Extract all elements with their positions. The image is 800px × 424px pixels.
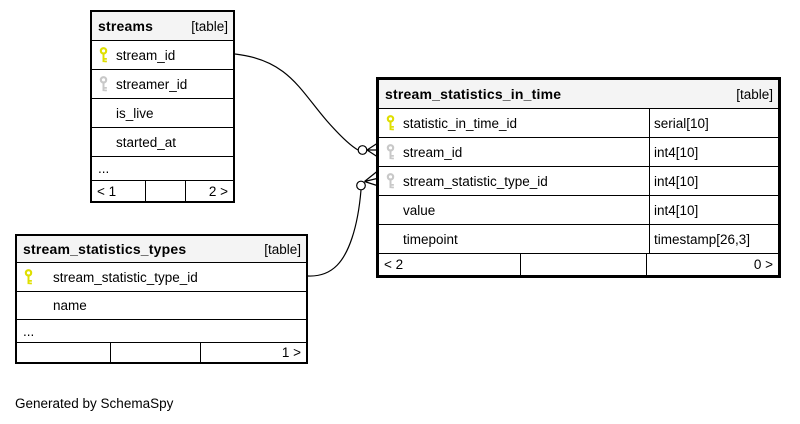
- related-count-right: 2 >: [185, 181, 233, 201]
- table-title: stream_statistics_types: [23, 241, 187, 257]
- column-row: value int4[10]: [379, 195, 778, 224]
- primary-key-icon: [23, 269, 33, 285]
- foreign-key-icon: [385, 173, 395, 189]
- relationship-line-types-to-in-time: [307, 171, 378, 277]
- column-name: name: [53, 298, 87, 313]
- column-type: serial[10]: [649, 109, 778, 137]
- column-row: stream_statistic_type_id int4[10]: [379, 166, 778, 195]
- related-count-left: < 1: [97, 183, 117, 199]
- footer-left-cell: [17, 343, 110, 362]
- hidden-columns-ellipsis: ...: [17, 319, 306, 342]
- footer-middle-cell: [110, 343, 200, 362]
- column-name: started_at: [116, 134, 177, 150]
- foreign-key-icon: [98, 76, 108, 92]
- hidden-columns-ellipsis: ...: [92, 156, 233, 180]
- table-type-badge: [table]: [736, 86, 773, 102]
- footer-middle-cell: [145, 181, 185, 201]
- table-streams-footer: < 1 2 >: [92, 180, 233, 201]
- column-row: is_live: [92, 98, 233, 127]
- table-streams[interactable]: streams [table] stream_id streamer_id is…: [90, 10, 235, 203]
- table-stream-statistics-types-header: stream_statistics_types [table]: [17, 236, 306, 262]
- table-title: stream_statistics_in_time: [385, 86, 562, 102]
- table-streams-header: streams [table]: [92, 12, 233, 40]
- column-type: int4[10]: [649, 167, 778, 195]
- column-name: timepoint: [403, 231, 458, 247]
- related-count-right: 0 >: [646, 254, 778, 275]
- table-title: streams: [98, 18, 154, 34]
- relationship-line-streams-to-in-time: [234, 53, 378, 158]
- primary-key-icon: [385, 115, 395, 131]
- column-row: stream_statistic_type_id: [17, 262, 306, 291]
- foreign-key-icon: [385, 144, 395, 160]
- column-name: stream_id: [116, 47, 176, 63]
- column-name: value: [403, 202, 436, 218]
- column-row: streamer_id: [92, 69, 233, 98]
- column-name: stream_id: [403, 144, 463, 160]
- table-stream-statistics-in-time-header: stream_statistics_in_time [table]: [379, 80, 778, 108]
- table-stream-statistics-types[interactable]: stream_statistics_types [table] stream_s…: [15, 234, 308, 364]
- column-name: statistic_in_time_id: [403, 115, 518, 131]
- column-row: stream_id: [92, 40, 233, 69]
- primary-key-icon: [98, 47, 108, 63]
- column-type: int4[10]: [649, 196, 778, 224]
- column-name: is_live: [116, 105, 154, 121]
- column-type: timestamp[26,3]: [649, 225, 778, 253]
- column-row: stream_id int4[10]: [379, 137, 778, 166]
- table-type-badge: [table]: [191, 18, 228, 34]
- column-name: stream_statistic_type_id: [53, 269, 198, 285]
- column-row: timepoint timestamp[26,3]: [379, 224, 778, 253]
- footer-middle-cell: [520, 254, 646, 275]
- column-row: statistic_in_time_id serial[10]: [379, 108, 778, 137]
- table-type-badge: [table]: [264, 241, 301, 257]
- column-name: streamer_id: [116, 76, 188, 92]
- table-stream-statistics-types-footer: 1 >: [17, 342, 306, 362]
- column-row: started_at: [92, 127, 233, 156]
- column-name: stream_statistic_type_id: [403, 173, 548, 189]
- related-count-right: 1 >: [200, 343, 306, 362]
- column-row: name: [17, 291, 306, 319]
- table-stream-statistics-in-time-footer: < 2 0 >: [379, 253, 778, 275]
- related-count-left: < 2: [384, 257, 404, 272]
- column-type: int4[10]: [649, 138, 778, 166]
- table-stream-statistics-in-time[interactable]: stream_statistics_in_time [table] statis…: [376, 77, 781, 278]
- generator-credit: Generated by SchemaSpy: [15, 396, 174, 411]
